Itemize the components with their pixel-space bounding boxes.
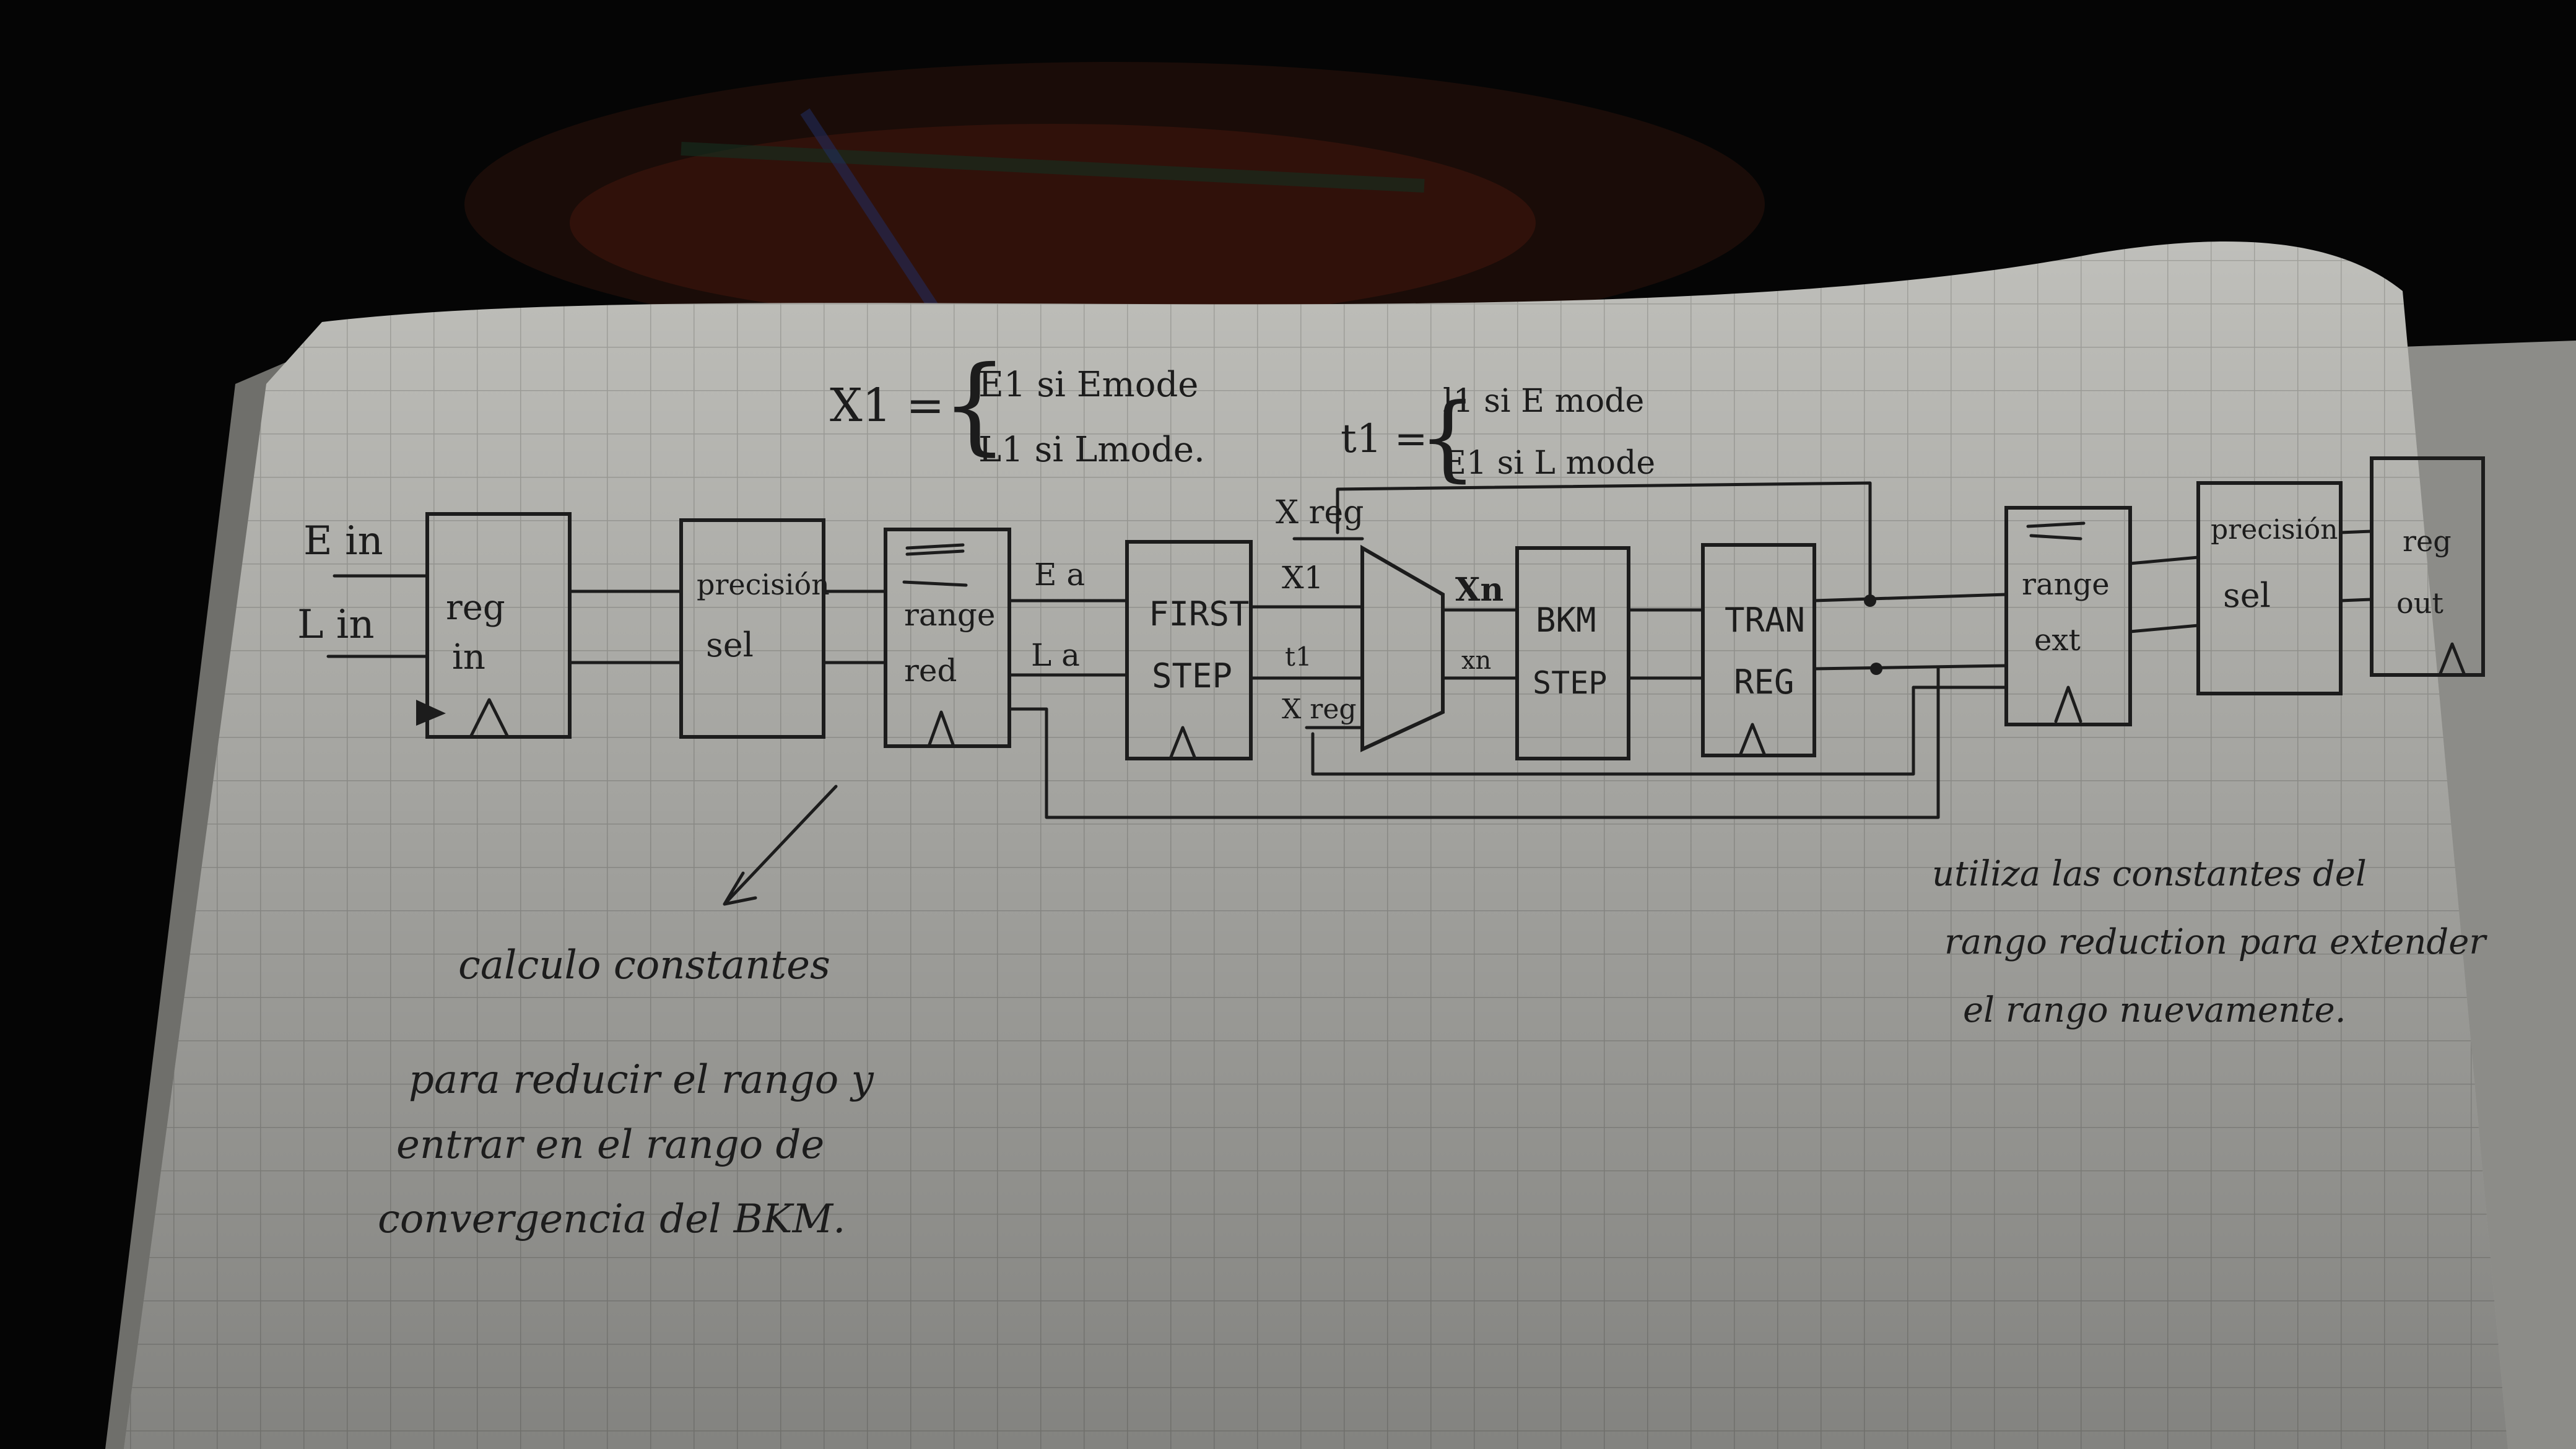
block-first-step-line2: STEP (1152, 656, 1232, 695)
wire-bkm-to-tran (1627, 608, 1705, 680)
svg-text:{: { (941, 344, 1008, 466)
block-reg-in-line1: reg (446, 588, 505, 628)
wire-feedback-bottom (1311, 685, 2008, 776)
block-reg-out-line1: reg (2403, 524, 2452, 558)
wire-constants-bypass (1007, 667, 1940, 819)
clock-icon (1738, 723, 1767, 757)
wire-feedback-top (1336, 481, 1872, 603)
equation-x1-case1: E1 si Emode (978, 365, 1198, 405)
clock-icon (2054, 685, 2082, 723)
scribble-icon (902, 543, 968, 587)
signal-xn-upper-label: Xn (1455, 571, 1503, 609)
wire-mux-to-bkm (1441, 608, 1519, 680)
block-precision-sel-1-line1: precisión (697, 568, 830, 601)
signal-la-label: L a (1031, 637, 1080, 673)
equation-x1-lhs: X1 = (830, 379, 944, 432)
block-precision-sel-2-line1: precisión (2211, 514, 2338, 546)
block-precision-sel-2: precisión sel (2196, 481, 2343, 695)
wire-tran-to-range-ext (1812, 593, 2008, 671)
block-tran-reg-line1: TRAN (1725, 601, 1805, 640)
note-left-line4: convergencia del BKM. (378, 1196, 845, 1242)
mux-block (1360, 544, 1445, 752)
wire-range-ext-to-prec (2128, 555, 2200, 633)
note-left: calculo constantes para reducir el rango… (378, 942, 874, 1242)
input-wires (326, 574, 429, 658)
note-left-line1: calculo constantes (458, 942, 830, 988)
clock-icon (2438, 642, 2466, 677)
junction-dot-2 (1870, 663, 1882, 675)
block-range-red-line2: red (904, 653, 957, 689)
signal-xreg2-label: X reg (1282, 694, 1357, 725)
clock-icon (927, 710, 955, 748)
junction-dot-1 (1864, 594, 1876, 607)
clock-input-arrow-icon (416, 700, 446, 726)
signal-xn-lower-label: xn (1461, 646, 1491, 675)
signal-ea-label: E a (1034, 557, 1085, 593)
signal-x1-label: X1 (1282, 560, 1323, 596)
wire-range-red-to-first (1007, 599, 1129, 677)
block-tran-reg: TRAN REG (1701, 543, 1816, 757)
block-tran-reg-line2: REG (1734, 663, 1795, 702)
input-l-in-label: L in (297, 602, 375, 648)
block-reg-in-line2: in (452, 637, 485, 677)
block-range-ext: range ext (2004, 506, 2132, 726)
block-first-step-line1: FIRST (1149, 594, 1250, 633)
wire-prec-to-range-red (822, 590, 887, 664)
block-reg-in: reg in (416, 512, 572, 739)
block-range-ext-line2: ext (2034, 623, 2081, 658)
block-precision-sel-2-line2: sel (2223, 576, 2271, 615)
note-right: utiliza las constantes del rango reducti… (1932, 854, 2487, 1030)
signal-xreg-label: X reg (1276, 494, 1364, 531)
block-bkm-step-line1: BKM (1536, 601, 1596, 640)
block-bkm-step: BKM STEP (1515, 546, 1630, 760)
clock-icon (1168, 726, 1197, 760)
equation-t1-lhs: t1 = (1341, 416, 1427, 462)
scribble-icon (2026, 521, 2086, 541)
block-precision-sel-1: precisión sel (679, 518, 830, 739)
svg-text:{: { (1418, 384, 1477, 492)
block-precision-sel-1-line2: sel (706, 625, 754, 664)
block-bkm-step-line2: STEP (1533, 665, 1607, 701)
note-right-line1: utiliza las constantes del (1932, 854, 2367, 894)
input-e-in-label: E in (303, 518, 383, 564)
wire-prec-to-reg-out (2339, 529, 2374, 603)
note-left-line2: para reducir el rango y (409, 1057, 874, 1103)
wire-reg-to-prec (568, 590, 683, 664)
wire-first-to-mux (1249, 537, 1364, 729)
block-range-red-line1: range (904, 597, 996, 633)
block-reg-out-line2: out (2396, 586, 2443, 620)
signal-t1-label: t1 (1285, 642, 1312, 672)
clock-icon (469, 698, 510, 739)
block-reg-out: reg out (2370, 456, 2485, 677)
note-right-line3: el rango nuevamente. (1963, 990, 2346, 1030)
equation-t1-case1: l1 si E mode (1443, 383, 1644, 420)
block-first-step: FIRST STEP (1125, 540, 1253, 760)
note-left-line3: entrar en el rango de (396, 1122, 824, 1168)
block-range-red: range red (884, 528, 1011, 748)
block-range-ext-line1: range (2022, 567, 2110, 602)
equation-x1: X1 = { E1 si Emode L1 si Lmode. (830, 344, 1205, 470)
note-arrow (723, 785, 838, 906)
note-right-line2: rango reduction para extender (1944, 922, 2487, 962)
equation-t1: t1 = { l1 si E mode E1 si L mode (1341, 383, 1655, 492)
equation-t1-case2: E1 si L mode (1443, 445, 1655, 482)
equation-x1-case2: L1 si Lmode. (978, 430, 1205, 470)
